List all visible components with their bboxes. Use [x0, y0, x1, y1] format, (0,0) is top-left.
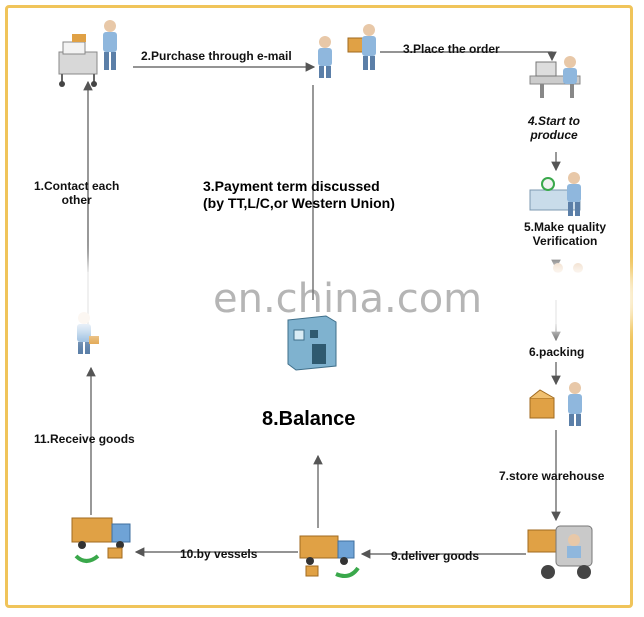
- step-2-label: 2.Purchase through e-mail: [141, 49, 292, 63]
- clerk-with-cart-icon: [58, 20, 117, 87]
- watermark-glow-left: [40, 272, 190, 324]
- warehouse-forklift-icon: [527, 525, 593, 579]
- diagram-frame: [5, 5, 633, 608]
- flow-arrows: [83, 51, 561, 559]
- vessel-truck-icon: [299, 535, 360, 578]
- packing-worker-icon: [529, 382, 582, 426]
- step-9-label: 9.deliver goods: [391, 549, 480, 563]
- step-7-label: 7.store warehouse: [499, 469, 605, 483]
- watermark-glow-right: [520, 272, 630, 324]
- arrow-3: [380, 51, 557, 62]
- watermark: en.china.com: [213, 276, 483, 322]
- step-3-order-label: 3.Place the order: [403, 42, 500, 56]
- bank-building-icon: [287, 315, 337, 371]
- step-10-label: 10.by vessels: [180, 547, 258, 561]
- person-with-box-icon: [318, 24, 376, 78]
- partial-person-icon: [553, 263, 583, 273]
- step-8-label: 8.Balance: [262, 408, 356, 430]
- quality-inspector-icon: [529, 172, 581, 216]
- receiving-truck-icon: [71, 517, 131, 563]
- step-6-label: 6.packing: [529, 345, 585, 359]
- step-3-payment-label: 3.Payment term discussed(by TT,L/C,or We…: [203, 178, 395, 211]
- step-11-label: 11.Receive goods: [34, 432, 135, 446]
- factory-worker-icon: [529, 56, 581, 98]
